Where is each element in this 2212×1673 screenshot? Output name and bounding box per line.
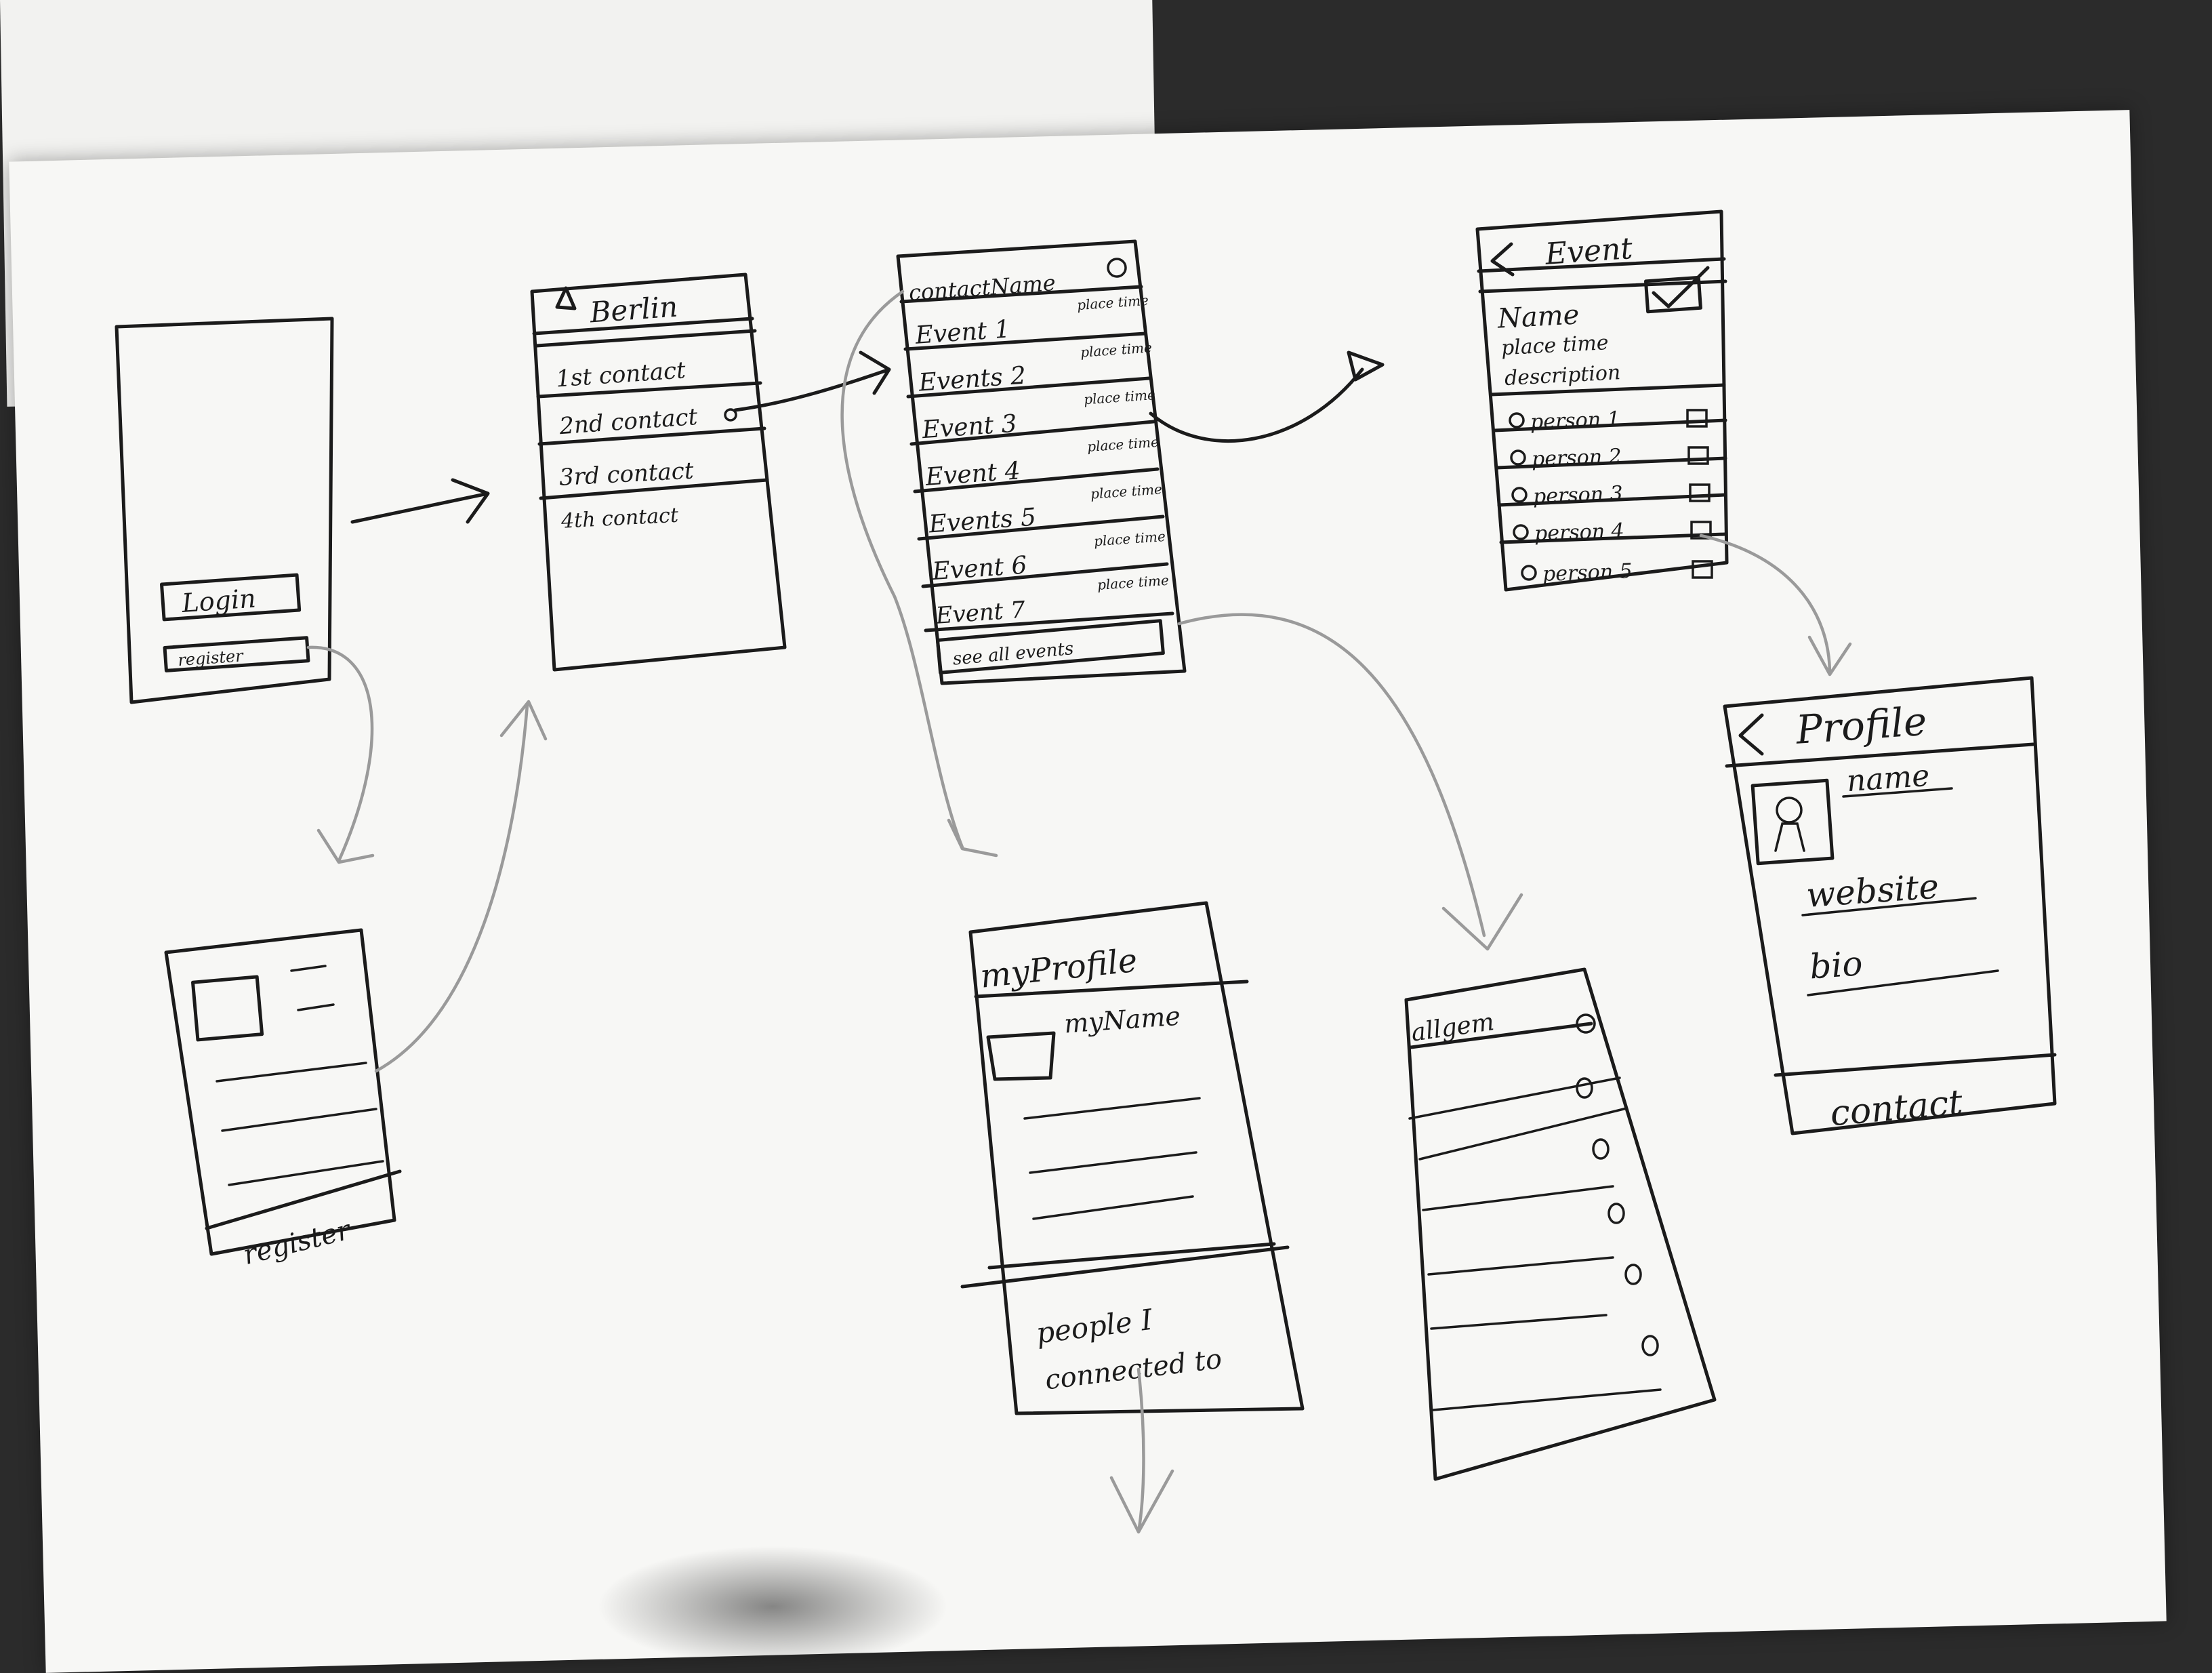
search-icon[interactable] [1107, 258, 1127, 278]
event-item-1-name[interactable]: Event 1 [914, 315, 1010, 350]
gallery-search-icon[interactable] [1576, 1013, 1596, 1034]
person-1-name[interactable]: person 1 [1530, 407, 1620, 435]
event-name: Name [1496, 299, 1580, 334]
person-1-checkbox[interactable] [1686, 409, 1708, 428]
profile-screen: Profile name website bio contact [1723, 676, 2057, 1135]
gallery-item-marker-1 [1576, 1077, 1593, 1099]
person-2-checkbox[interactable] [1687, 446, 1709, 465]
event-item-3-meta: place time [1083, 386, 1155, 407]
register-photo-placeholder[interactable] [191, 975, 264, 1042]
flow-arrows [306, 289, 1852, 1534]
arrow-login-to-city [350, 478, 490, 524]
event-item-7-name[interactable]: Event 7 [934, 597, 1026, 630]
my-profile-connected-line[interactable]: connected to [1044, 1344, 1224, 1396]
arrow-seeall-to-gallery [1177, 613, 1523, 951]
event-item-2-meta: place time [1080, 339, 1152, 360]
person-2-name[interactable]: person 2 [1531, 445, 1622, 472]
event-item-2-name[interactable]: Events 2 [917, 362, 1027, 397]
person-icon-body [1774, 822, 1805, 852]
person-3-name[interactable]: person 3 [1532, 482, 1623, 509]
register-screen: register [164, 928, 402, 1271]
person-4-avatar [1513, 524, 1529, 540]
arrow-person-to-profile [1699, 533, 1852, 677]
login-button[interactable] [159, 573, 302, 622]
event-item-5-meta: place time [1090, 481, 1162, 502]
event-description: description [1504, 361, 1621, 390]
person-1-avatar [1509, 412, 1525, 428]
contact-title: contactName [908, 270, 1057, 306]
profile-avatar [1750, 778, 1835, 866]
profile-title: Profile [1794, 698, 1929, 753]
city-title: Berlin [588, 290, 679, 329]
person-5-avatar [1521, 565, 1537, 581]
gallery-item-marker-2 [1592, 1138, 1610, 1160]
register-fields[interactable] [216, 965, 384, 1186]
city-screen: Berlin 1st contact 2nd contact 3rd conta… [530, 273, 787, 672]
register-link-label: register [177, 646, 245, 670]
person-2-avatar [1510, 449, 1526, 466]
login-button-label: Login [180, 583, 257, 618]
hand-shadow [596, 1546, 949, 1668]
gallery-item-marker-3 [1607, 1203, 1625, 1224]
person-5-checkbox[interactable] [1692, 560, 1713, 579]
event-item-7-meta: place time [1097, 572, 1169, 593]
gallery-title: allgem [1410, 1008, 1496, 1047]
event-title: Event [1543, 231, 1634, 272]
event-item-1-meta: place time [1076, 292, 1149, 313]
person-4-name[interactable]: person 4 [1534, 519, 1624, 546]
event-item-5-name[interactable]: Events 5 [927, 504, 1037, 539]
my-profile-fields [1023, 1097, 1201, 1220]
gallery-item-marker-4 [1624, 1264, 1642, 1285]
arrow-register-to-city [374, 700, 548, 1073]
person-3-avatar [1511, 487, 1528, 503]
arrow-city-to-contact [733, 350, 891, 412]
location-icon [555, 286, 577, 310]
event-item-6-name[interactable]: Event 6 [930, 552, 1027, 586]
profile-contact-button[interactable]: contact [1828, 1082, 1964, 1134]
city-item-4[interactable]: 4th contact [560, 504, 680, 533]
profile-back-icon[interactable] [1738, 713, 1764, 756]
my-profile-screen: myProfile myName people I connected to [960, 901, 1305, 1415]
event-place-time: place time [1500, 331, 1609, 360]
gallery-screen: allgem [1404, 967, 1717, 1481]
my-profile-people-line[interactable]: people I [1034, 1303, 1155, 1350]
arrow-contact-to-myprofile [840, 289, 998, 858]
event-back-icon[interactable] [1490, 242, 1515, 277]
person-5-name[interactable]: person 5 [1542, 559, 1633, 586]
my-profile-name: myName [1063, 1001, 1182, 1039]
person-3-checkbox[interactable] [1689, 483, 1711, 502]
arrow-login-to-register [306, 645, 375, 864]
person-icon-head [1776, 797, 1803, 824]
event-item-4-meta: place time [1086, 434, 1159, 455]
event-item-3-name[interactable]: Event 3 [920, 410, 1017, 445]
profile-bio: bio [1808, 944, 1864, 986]
event-attend-checkbox[interactable] [1643, 275, 1702, 314]
arrow-origin-dot [724, 408, 737, 422]
register-link[interactable] [163, 636, 310, 672]
arrow-myprofile-down [1109, 1367, 1174, 1534]
login-screen: Login register [115, 317, 334, 704]
person-4-checkbox[interactable] [1690, 521, 1712, 540]
profile-website[interactable]: website [1805, 866, 1940, 915]
event-item-6-meta: place time [1093, 528, 1166, 549]
my-profile-avatar [986, 1031, 1056, 1081]
register-button[interactable]: register [240, 1214, 355, 1271]
event-item-4-name[interactable]: Event 4 [924, 457, 1021, 491]
event-screen: Event Name place time description person… [1475, 209, 1729, 592]
gallery-item-marker-5 [1641, 1335, 1659, 1356]
gallery-list-lines[interactable] [1408, 1076, 1662, 1411]
arrow-event3-to-event [1149, 350, 1385, 443]
check-icon [1652, 266, 1710, 308]
contact-events-screen: contactName Event 1 place time Events 2 … [896, 239, 1187, 685]
see-all-events-button[interactable] [935, 619, 1165, 674]
